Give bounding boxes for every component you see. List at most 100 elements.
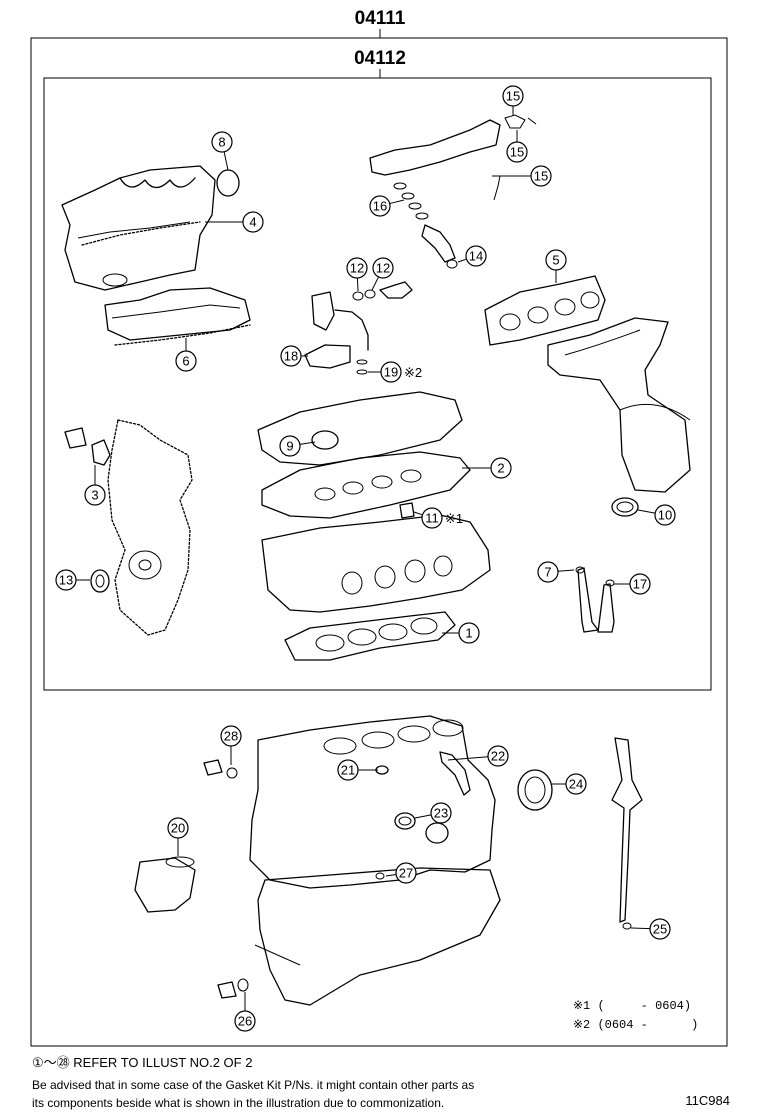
callout-circle: [372, 257, 394, 279]
fuel-rail-drawing: [369, 114, 537, 269]
callout-circle: [430, 802, 452, 824]
leader-line: [557, 569, 575, 572]
callout-number: 24: [569, 777, 583, 792]
callout-circle: [242, 211, 264, 233]
note-2: ※2 (0604 - ): [573, 1018, 698, 1032]
leader-line: [389, 199, 405, 205]
callout-circle: [337, 759, 359, 781]
cylinder-head-drawing: [261, 514, 491, 613]
callout-2: 2: [462, 457, 512, 479]
callout-circle: [234, 1010, 256, 1032]
callout-15: 15: [502, 85, 524, 116]
callout-9: 9: [279, 435, 316, 457]
callout-27: 27: [385, 862, 417, 884]
callout-18: 18: [280, 345, 308, 367]
callout-circle: [220, 725, 242, 747]
oil-seal-13-drawing: [90, 569, 110, 593]
callout-circle: [279, 435, 301, 457]
callout-number: 22: [491, 749, 505, 764]
callout-6: 6: [175, 338, 197, 372]
plug-11-drawing: [399, 502, 415, 519]
callout-circle: [421, 507, 443, 529]
callout-1: 1: [442, 622, 480, 644]
intake-lower-drawing: [104, 287, 251, 341]
callout-number: 1: [465, 626, 472, 641]
callout-circle: [506, 141, 528, 163]
leader-line: [637, 509, 656, 514]
leader-line: [630, 927, 651, 930]
inner-kit-frame: [43, 77, 712, 691]
callout-number: 13: [59, 573, 73, 588]
callout-number: 21: [341, 763, 355, 778]
callout-number: 18: [284, 349, 298, 364]
callout-16: 16: [369, 195, 405, 217]
callout-number: 15: [506, 89, 520, 104]
callout-circle: [395, 862, 417, 884]
leader-line: [223, 151, 229, 171]
callout-number: 7: [544, 565, 551, 580]
callout-20: 20: [167, 817, 189, 856]
leader-line: [299, 441, 316, 445]
head-cover-gasket-2-drawing: [261, 451, 471, 519]
advisory-line-2: its components beside what is shown in t…: [32, 1096, 445, 1110]
leader-line: [356, 277, 359, 292]
callout-12: 12: [346, 257, 368, 292]
callout-28: 28: [220, 725, 242, 765]
callout-number: 11: [425, 511, 439, 526]
callout-circle: [530, 165, 552, 187]
callout-22: 22: [447, 745, 509, 767]
callout-circle: [465, 245, 487, 267]
callout-14: 14: [457, 245, 487, 267]
callout-number: 14: [469, 249, 483, 264]
callout-circle: [654, 504, 676, 526]
leader-line: [414, 814, 432, 819]
exhaust-gasket-5-drawing: [484, 275, 606, 346]
callout-circle: [211, 131, 233, 153]
callout-21: 21: [337, 759, 378, 781]
timing-cover-drawing: [64, 419, 193, 636]
callout-number: 20: [171, 821, 185, 836]
note-1: ※1 ( - 0604): [573, 999, 691, 1013]
callout-10: 10: [637, 504, 676, 526]
callout-circle: [565, 773, 587, 795]
leader-line: [457, 258, 467, 263]
kit-code-inner: 04112: [354, 48, 406, 69]
callout-number: 27: [399, 866, 413, 881]
leader-line: [385, 873, 397, 877]
callout-7: 7: [537, 561, 575, 583]
callout-number: 9: [286, 439, 293, 454]
callout-number: 8: [218, 135, 225, 150]
callout-number: 15: [510, 145, 524, 160]
callout-23: 23: [414, 802, 452, 824]
callout-26: 26: [234, 992, 256, 1032]
callout-19: 19※2: [368, 361, 422, 383]
head-cover-drawing: [257, 391, 463, 466]
advisory-line-1: Be advised that in some case of the Gask…: [32, 1078, 475, 1092]
small-seals-drawing: [203, 759, 385, 999]
callout-17: 17: [614, 573, 651, 595]
water-inlet-drawing: [134, 856, 196, 913]
callout-circle: [545, 249, 567, 271]
callout-circle: [629, 573, 651, 595]
callout-15: 15: [506, 130, 528, 163]
callout-circle: [346, 257, 368, 279]
callout-13: 13: [55, 569, 90, 591]
callout-circle: [502, 85, 524, 107]
callout-circle: [175, 350, 197, 372]
leader-line: [371, 276, 379, 291]
callout-number: 12: [376, 261, 390, 276]
callout-number: 3: [91, 488, 98, 503]
illustration-id: 11C984: [685, 1093, 730, 1108]
cylinder-block-drawing: [249, 715, 496, 889]
callout-4: 4: [205, 211, 264, 233]
head-gasket-1-drawing: [284, 611, 456, 661]
oil-seal-24-drawing: [517, 769, 553, 811]
callout-8: 8: [211, 131, 233, 171]
callout-circle: [490, 457, 512, 479]
callout-number: 5: [552, 253, 559, 268]
callout-number: 10: [658, 508, 672, 523]
oil-pan-drawing: [254, 867, 501, 1006]
vvt-assembly-drawing: [304, 281, 413, 375]
callout-12: 12: [371, 257, 394, 291]
